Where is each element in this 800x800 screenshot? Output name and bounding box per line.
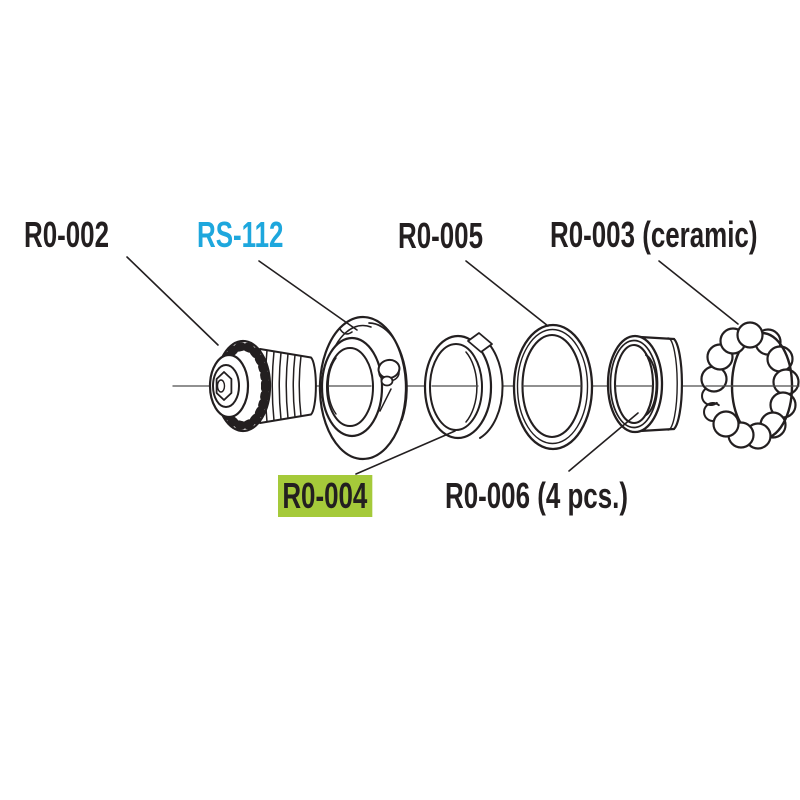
leader-line-r0-005 [465,260,549,327]
leader-line-r0-004 [355,430,456,475]
part-r0-006-cup [606,334,684,434]
bearing-ball [712,410,740,438]
part-rs-112-cone [318,315,408,461]
leader-line-r0-006 [568,412,639,472]
part-label-r0-002: R0-002 [24,214,110,255]
part-label-r0-004-highlighted: R0-004 [278,475,373,517]
grease-port-bolt [377,358,401,412]
part-label-r0-003: R0-003 (ceramic) [550,214,758,255]
bearing-ball [772,368,800,396]
part-label-rs-112: RS-112 [197,214,284,255]
part-r0-003-ball-bearing [700,321,800,450]
leader-line-rs-112 [258,260,358,331]
part-r0-004-snap-ring [423,332,504,440]
bearing-ball [736,321,764,349]
part-label-r0-006: R0-006 (4 pcs.) [445,475,628,516]
part-label-r0-005: R0-005 [398,215,484,256]
leader-line-r0-002 [126,256,219,346]
leader-line-r0-003 [658,260,739,325]
part-r0-002-axle-nut [208,339,317,433]
part-r0-005-seal-ring [512,323,594,451]
